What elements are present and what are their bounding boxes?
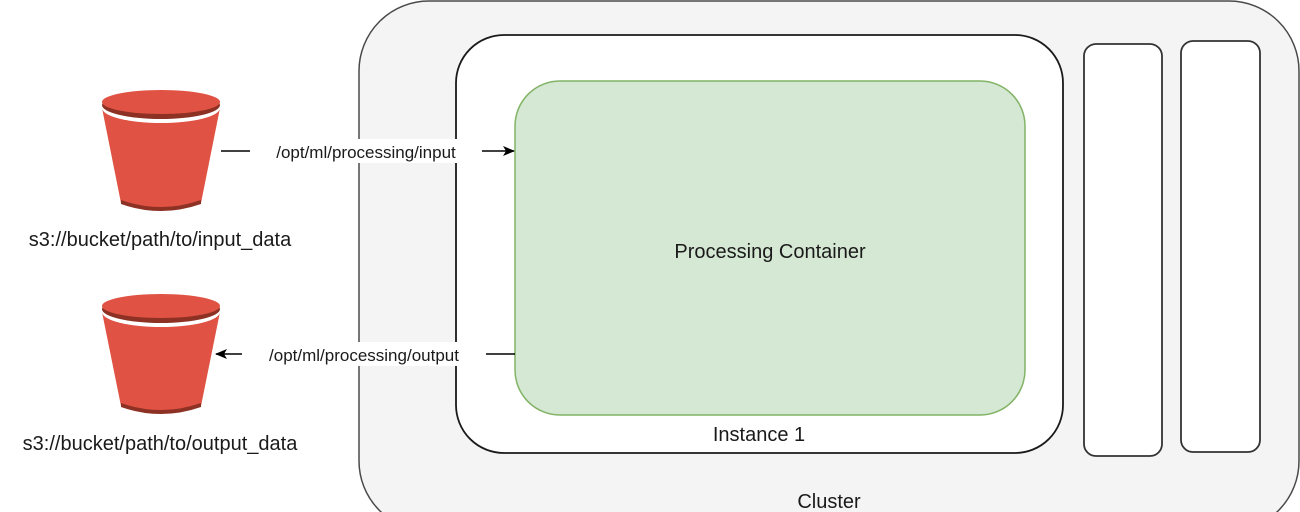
instance-3-box[interactable] (1180, 40, 1261, 453)
processing-container-label: Processing Container (674, 241, 866, 263)
input-edge[interactable]: /opt/ml/processing/input (221, 139, 515, 163)
processing-container-group: Processing Container (514, 80, 1026, 416)
output-edge-label-bg (242, 342, 486, 366)
cluster-label: Cluster (797, 491, 861, 512)
s3-bucket-icon (102, 294, 220, 414)
input-edge-label-bg (250, 139, 482, 163)
input-bucket-label: s3://bucket/path/to/input_data (29, 229, 292, 251)
input-bucket[interactable]: s3://bucket/path/to/input_data (29, 90, 292, 251)
output-edge[interactable]: /opt/ml/processing/output (215, 342, 515, 366)
instance-1-label: Instance 1 (713, 424, 805, 446)
input-edge-label: /opt/ml/processing/input (276, 143, 456, 162)
s3-bucket-icon (102, 90, 220, 211)
output-bucket[interactable]: s3://bucket/path/to/output_data (23, 294, 299, 455)
processing-container-box[interactable] (514, 80, 1026, 416)
output-edge-label: /opt/ml/processing/output (269, 346, 459, 365)
instance-2-box[interactable] (1083, 43, 1163, 457)
output-bucket-label: s3://bucket/path/to/output_data (23, 433, 299, 455)
